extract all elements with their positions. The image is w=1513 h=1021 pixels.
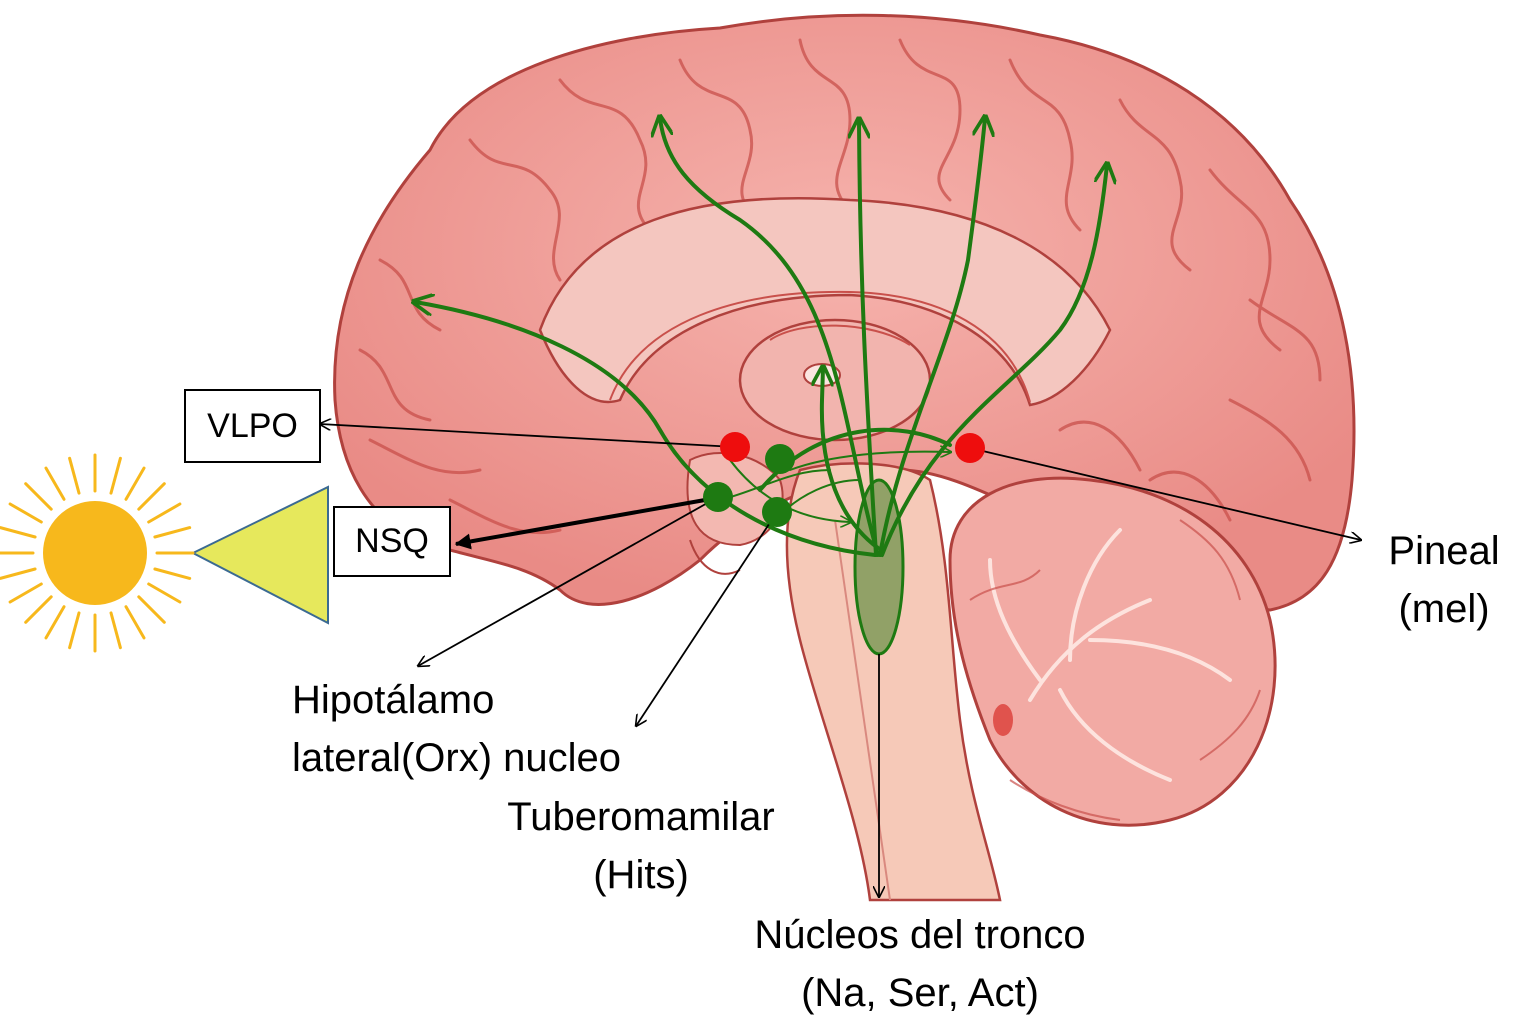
sun-ray <box>124 466 146 501</box>
sun-ray <box>147 582 182 604</box>
sun-ray <box>147 502 182 524</box>
sun-ray <box>137 482 166 511</box>
sun-ray <box>44 605 66 640</box>
sun-ray <box>44 466 66 501</box>
tuberomamilar-label: Tuberomamilar (Hits) <box>480 788 802 904</box>
sun-ray <box>153 567 192 580</box>
nsq-label: NSQ <box>355 522 429 560</box>
sun-ray <box>109 456 122 495</box>
pointer-lines <box>320 424 1361 897</box>
nucleos-label: Núcleos del tronco (Na, Ser, Act) <box>710 906 1130 1021</box>
hipotalamo-label-line1: Hipotálamo <box>292 678 495 722</box>
lateral-hypothalamus-dot <box>765 444 795 474</box>
brainstem-nuclei-region <box>853 478 905 656</box>
sun-ray <box>137 595 166 624</box>
brainstem <box>785 462 1002 902</box>
light-input-triangle <box>190 485 329 625</box>
nucleos-label-line1: Núcleos del tronco <box>754 913 1086 957</box>
sun-ray <box>0 526 37 539</box>
sun-ray <box>8 502 43 524</box>
pineal-label-line1: Pineal <box>1388 529 1500 573</box>
nucleos-label-line2: (Na, Ser, Act) <box>801 971 1039 1015</box>
pineal-label: Pineal (mel) <box>1376 522 1512 638</box>
sun-ray <box>8 582 43 604</box>
sun-ray <box>24 595 53 624</box>
sun-ray <box>0 567 37 580</box>
sun-icon <box>0 453 195 653</box>
sun-ray <box>109 611 122 650</box>
sun-ray <box>124 605 146 640</box>
tuberomamilar-label-line2: (Hits) <box>593 853 689 897</box>
vlpo-label: VLPO <box>207 407 298 445</box>
sun-ray <box>68 456 81 495</box>
vlpo-label-box: VLPO <box>184 389 321 463</box>
sun-ray <box>153 526 192 539</box>
tuberomammillary-dot <box>762 497 792 527</box>
pineal-label-line2: (mel) <box>1398 587 1490 631</box>
cerebellum <box>948 476 1277 827</box>
tuberomamilar-label-line1: Tuberomamilar <box>507 795 775 839</box>
sun-ray <box>68 611 81 650</box>
sun-ray <box>24 482 53 511</box>
hipotalamo-label: Hipotálamo lateral(Orx) nucleo <box>292 671 621 787</box>
vlpo-nucleus-dot <box>720 432 750 462</box>
nsq-pointer <box>454 498 706 550</box>
nsq-label-box: NSQ <box>333 506 451 577</box>
nsq-dot <box>703 482 733 512</box>
hipotalamo-label-line2: lateral(Orx) nucleo <box>292 736 622 780</box>
pineal-nucleus-dot <box>955 433 985 463</box>
